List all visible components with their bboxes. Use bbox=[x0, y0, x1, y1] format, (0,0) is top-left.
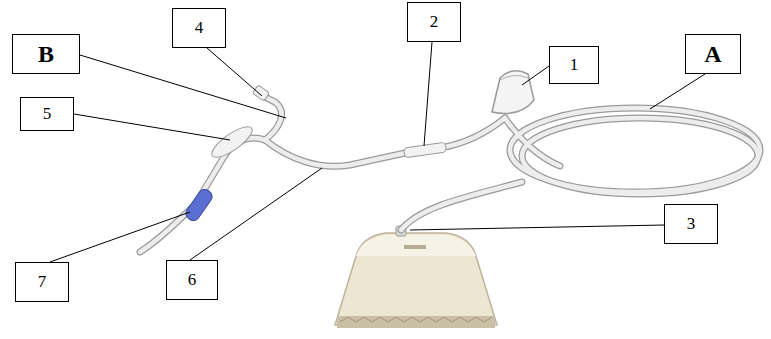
callout-label: 2 bbox=[430, 12, 439, 32]
callout-box: 4 bbox=[172, 8, 226, 48]
compressor bbox=[335, 226, 497, 328]
callout-box: 3 bbox=[664, 204, 718, 244]
callout-box: 2 bbox=[407, 2, 461, 42]
callout-box: 6 bbox=[166, 260, 218, 300]
callout-label: 7 bbox=[38, 272, 47, 292]
callout-label: 4 bbox=[195, 18, 204, 38]
leader-lines bbox=[50, 42, 705, 262]
callout-label: 3 bbox=[687, 214, 696, 234]
callout-box: 7 bbox=[15, 262, 69, 302]
callout-label: B bbox=[38, 41, 54, 68]
callout-box: A bbox=[685, 34, 741, 74]
callout-label: 6 bbox=[188, 270, 197, 290]
tubing bbox=[140, 96, 760, 252]
callout-label: 5 bbox=[43, 104, 52, 124]
tube-parts bbox=[184, 71, 534, 223]
callout-box: 5 bbox=[20, 97, 74, 131]
callout-box: 1 bbox=[549, 46, 599, 84]
callout-label: 1 bbox=[570, 55, 579, 75]
callout-box: B bbox=[12, 34, 80, 74]
callout-label: A bbox=[704, 41, 721, 68]
